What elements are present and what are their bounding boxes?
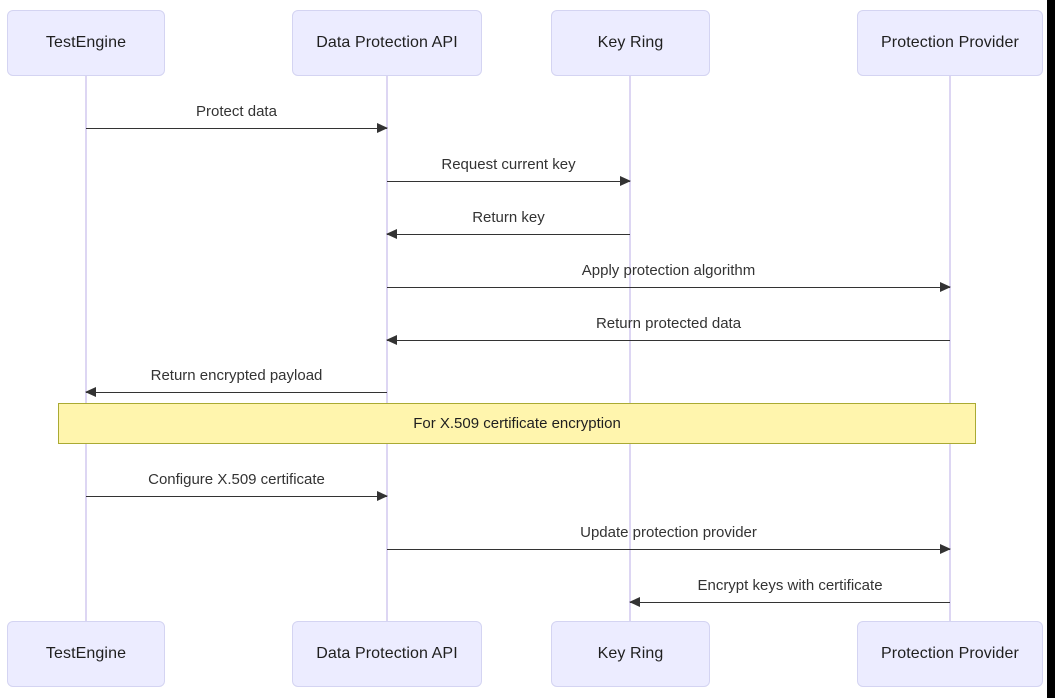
message-line: [387, 234, 630, 235]
participant-label: Protection Provider: [881, 645, 1019, 662]
message-label: Apply protection algorithm: [581, 262, 756, 279]
participant-bottom-protection-provider[interactable]: Protection Provider: [857, 621, 1043, 687]
message-label: Return encrypted payload: [150, 367, 323, 384]
message-line: [387, 340, 950, 341]
message-label: Protect data: [196, 103, 277, 120]
lifeline-protection-provider: [949, 76, 951, 621]
message-label: Update protection provider: [580, 524, 757, 541]
lifeline-data-protection-api: [386, 76, 388, 621]
message-line: [387, 181, 630, 182]
message-line: [387, 549, 950, 550]
message-line: [86, 392, 387, 393]
participant-label: Data Protection API: [316, 34, 458, 51]
message-line: [630, 602, 950, 603]
participant-top-key-ring[interactable]: Key Ring: [551, 10, 710, 76]
arrowhead-left-icon: [629, 597, 640, 607]
participant-label: TestEngine: [45, 34, 127, 51]
message-line: [387, 287, 950, 288]
message-line: [86, 496, 387, 497]
participant-top-data-protection-api[interactable]: Data Protection API: [292, 10, 482, 76]
message-line: [86, 128, 387, 129]
message-label: Encrypt keys with certificate: [697, 577, 883, 594]
note-x509-certificate-encryption[interactable]: For X.509 certificate encryption: [58, 403, 976, 444]
arrowhead-right-icon: [940, 544, 951, 554]
participant-label: Data Protection API: [316, 645, 458, 662]
message-label: Configure X.509 certificate: [148, 471, 325, 488]
arrowhead-right-icon: [940, 282, 951, 292]
participant-label: Key Ring: [597, 645, 664, 662]
participant-label: Key Ring: [597, 34, 664, 51]
message-label: Request current key: [441, 156, 576, 173]
message-label: Return key: [472, 209, 545, 226]
arrowhead-left-icon: [386, 335, 397, 345]
message-label: Return protected data: [595, 315, 742, 332]
participant-bottom-data-protection-api[interactable]: Data Protection API: [292, 621, 482, 687]
lifeline-testengine: [85, 76, 87, 621]
participant-label: TestEngine: [45, 645, 127, 662]
participant-label: Protection Provider: [881, 34, 1019, 51]
arrowhead-right-icon: [377, 123, 388, 133]
participant-bottom-key-ring[interactable]: Key Ring: [551, 621, 710, 687]
lifeline-key-ring: [629, 76, 631, 621]
participant-bottom-testengine[interactable]: TestEngine: [7, 621, 165, 687]
participant-top-protection-provider[interactable]: Protection Provider: [857, 10, 1043, 76]
arrowhead-left-icon: [85, 387, 96, 397]
note-label: For X.509 certificate encryption: [413, 415, 621, 432]
participant-top-testengine[interactable]: TestEngine: [7, 10, 165, 76]
arrowhead-right-icon: [377, 491, 388, 501]
arrowhead-left-icon: [386, 229, 397, 239]
arrowhead-right-icon: [620, 176, 631, 186]
